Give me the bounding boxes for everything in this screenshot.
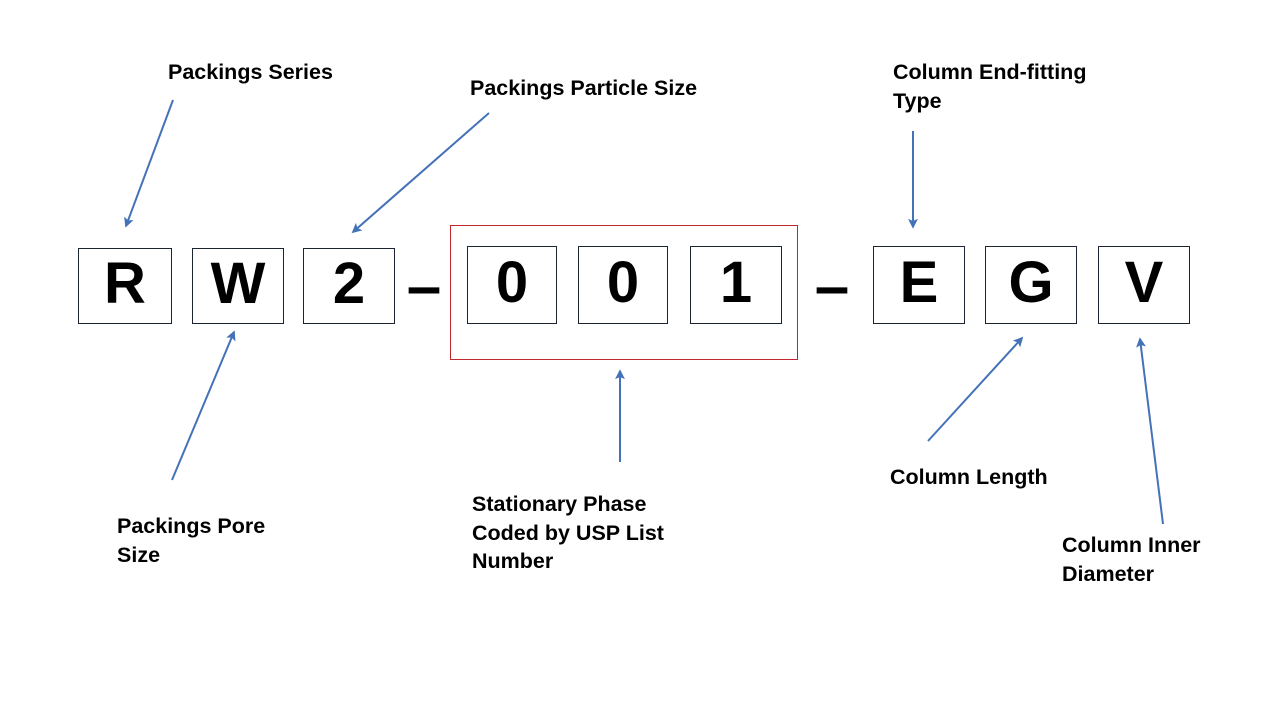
box-v: V — [1098, 246, 1190, 324]
label-column-length: Column Length — [890, 465, 1048, 489]
box-r: R — [78, 248, 172, 324]
box-e: E — [873, 246, 965, 324]
arrow-column-inner-diameter — [1136, 337, 1164, 525]
label-column-inner-diameter: Column Inner Diameter — [1062, 533, 1201, 586]
box-w: W — [192, 248, 284, 324]
box-0a: 0 — [467, 246, 557, 324]
label-packings-particle-size: Packings Particle Size — [470, 76, 698, 100]
box-1: 1 — [690, 246, 782, 324]
label-stationary-phase: Stationary Phase Coded by USP List Numbe… — [472, 492, 664, 574]
usp-list-highlight — [450, 225, 798, 360]
box-2: 2 — [303, 248, 395, 324]
box-0b: 0 — [578, 246, 668, 324]
arrow-packings-series — [124, 99, 174, 228]
label-packings-pore-size: Packings Pore Size — [117, 514, 266, 567]
separator-dash-1: – — [406, 252, 442, 321]
box-g: G — [985, 246, 1077, 324]
label-packings-series: Packings Series — [168, 60, 333, 84]
label-column-end-fitting-type: Column End-fitting Type — [893, 60, 1087, 113]
separator-dash-2: – — [814, 252, 850, 321]
arrow-packings-particle-size — [351, 112, 490, 234]
arrow-column-length — [927, 336, 1024, 442]
arrow-packings-pore-size — [171, 330, 236, 481]
